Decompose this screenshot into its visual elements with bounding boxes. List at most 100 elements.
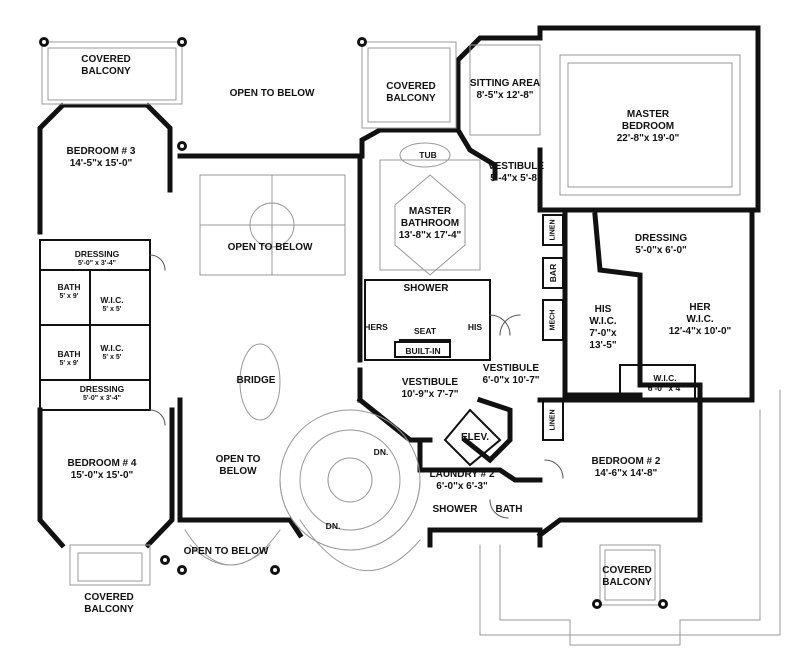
covered-balcony-bottom-left-label: COVERED BALCONY bbox=[84, 592, 133, 616]
room-dims: 5' x 5' bbox=[102, 306, 122, 313]
wic-small-label: W.I.C. 6'-0" x 4' bbox=[648, 373, 683, 393]
wic-upper-label: W.I.C. 5' x 5' bbox=[100, 295, 123, 315]
room-name: W.I.C. bbox=[653, 373, 677, 383]
room-name: SITTING AREA bbox=[469, 78, 541, 89]
open-below-bottom-label: OPEN TO BELOW bbox=[184, 546, 269, 558]
room-name: COVERED BALCONY bbox=[84, 592, 134, 615]
hers-label: HERS bbox=[364, 322, 388, 332]
vestibule-right-label: VESTIBULE 6'-0"x 10'-7" bbox=[482, 363, 539, 387]
room-name: COVERED BALCONY bbox=[602, 565, 652, 588]
room-dims: 22'-8"x 19'-0" bbox=[616, 133, 680, 144]
room-name: LAUNDRY # 2 bbox=[429, 469, 495, 480]
shower-master-label: SHOWER bbox=[404, 283, 449, 295]
columns bbox=[39, 37, 668, 609]
her-wic-label: HER W.I.C. 12'-4"x 10'-0" bbox=[669, 302, 732, 338]
room-dims: 5'-4"x 5'-8" bbox=[490, 173, 542, 184]
built-in-label: BUILT-IN bbox=[405, 346, 440, 356]
room-dims: 13'-8"x 17'-4" bbox=[398, 230, 462, 241]
dn-upper-marker: DN. bbox=[373, 447, 389, 457]
vestibule-top-label: VESTIBULE 5'-4"x 5'-8" bbox=[488, 161, 544, 185]
room-name: HERS bbox=[364, 322, 388, 332]
room-dims: 6'-0"x 6'-3" bbox=[436, 481, 488, 492]
interior-walls bbox=[39, 214, 696, 467]
room-name: TUB bbox=[419, 150, 437, 160]
room-name: BRIDGE bbox=[236, 375, 276, 386]
room-name: BATH bbox=[57, 282, 81, 292]
room-dims: 5'-0" x 3'-4" bbox=[78, 260, 116, 267]
room-dims: 15'-0"x 15'-0" bbox=[70, 470, 134, 481]
decor-lines bbox=[41, 41, 781, 646]
dressing-upper-label: DRESSING 5'-0" x 3'-4" bbox=[75, 249, 119, 269]
bedroom-3-label: BEDROOM # 3 14'-5"x 15'-0" bbox=[67, 146, 136, 170]
room-dims: 12'-4"x 10'-0" bbox=[668, 326, 732, 337]
laundry-2-label: LAUNDRY # 2 6'-0"x 6'-3" bbox=[429, 469, 494, 493]
room-name: HIS W.I.C. bbox=[589, 304, 617, 327]
bedroom-4-label: BEDROOM # 4 15'-0"x 15'-0" bbox=[68, 458, 137, 482]
room-dims: 5' x 9' bbox=[59, 360, 79, 367]
master-bedroom-label: MASTER BEDROOM 22'-8"x 19'-0" bbox=[617, 109, 680, 145]
room-dims: 5'-0"x 6'-0" bbox=[635, 245, 687, 256]
room-name: BUILT-IN bbox=[405, 346, 441, 356]
exterior-walls bbox=[37, 25, 761, 549]
room-name: VESTIBULE bbox=[487, 161, 545, 172]
bath-upper-label: BATH 5' x 9' bbox=[58, 282, 81, 302]
door-swings bbox=[149, 254, 564, 519]
room-name: SEAT bbox=[413, 326, 437, 336]
room-name: DRESSING bbox=[79, 384, 125, 394]
dn-lower-marker: DN. bbox=[325, 521, 341, 531]
mech-marker: MECH bbox=[549, 309, 557, 331]
room-name: SHOWER bbox=[432, 504, 478, 515]
dressing-master-label: DRESSING 5'-0"x 6'-0" bbox=[635, 233, 687, 257]
covered-balcony-top-mid-label: COVERED BALCONY bbox=[386, 81, 435, 105]
room-name: OPEN TO BELOW bbox=[183, 546, 269, 557]
room-name: OPEN TO BELOW bbox=[229, 88, 315, 99]
elev-label: ELEV. bbox=[461, 432, 489, 444]
master-bathroom-label: MASTER BATHROOM 13'-8"x 17'-4" bbox=[399, 206, 462, 242]
room-dims: 5'-0" x 3'-4" bbox=[83, 395, 121, 402]
room-name: W.I.C. bbox=[100, 343, 124, 353]
linen-bottom-marker: LINEN bbox=[549, 409, 557, 431]
covered-balcony-top-left-label: COVERED BALCONY bbox=[81, 54, 130, 78]
room-name: COVERED BALCONY bbox=[81, 54, 131, 77]
room-name: VESTIBULE bbox=[401, 377, 459, 388]
open-below-stair-label: OPEN TO BELOW bbox=[216, 454, 261, 478]
room-name: OPEN TO BELOW bbox=[215, 454, 261, 477]
room-name: VESTIBULE bbox=[482, 363, 540, 374]
shower-lower-label: SHOWER bbox=[433, 504, 478, 516]
open-below-center-label: OPEN TO BELOW bbox=[228, 242, 313, 254]
room-dims: 5' x 5' bbox=[102, 354, 122, 361]
room-name: SHOWER bbox=[403, 283, 449, 294]
his-wic-label: HIS W.I.C. 7'-0"x 13'-5" bbox=[589, 304, 616, 352]
room-name: HIS bbox=[467, 322, 483, 332]
room-name: OPEN TO BELOW bbox=[227, 242, 313, 253]
room-name: MASTER BATHROOM bbox=[400, 206, 460, 229]
room-name: BEDROOM # 3 bbox=[66, 146, 136, 157]
room-name: BATH bbox=[57, 349, 81, 359]
room-name: BEDROOM # 2 bbox=[591, 456, 661, 467]
room-dims: 10'-9"x 7'-7" bbox=[401, 389, 459, 400]
seat-label: SEAT bbox=[414, 326, 436, 336]
room-dims: 5' x 9' bbox=[59, 293, 79, 300]
room-dims: 8'-5"x 12'-8" bbox=[476, 90, 534, 101]
room-name: BEDROOM # 4 bbox=[67, 458, 137, 469]
bath-lower-label: BATH 5' x 9' bbox=[58, 349, 81, 369]
room-name: MASTER BEDROOM bbox=[621, 109, 675, 132]
bridge-label: BRIDGE bbox=[237, 375, 276, 387]
room-dims: 14'-6"x 14'-8" bbox=[594, 468, 658, 479]
room-name: DRESSING bbox=[634, 233, 688, 244]
wic-lower-label: W.I.C. 5' x 5' bbox=[100, 343, 123, 363]
covered-balcony-bottom-right-label: COVERED BALCONY bbox=[602, 565, 651, 589]
room-name: HER W.I.C. bbox=[686, 302, 714, 325]
room-dims: 6'-0" x 4' bbox=[647, 383, 683, 393]
open-below-top-label: OPEN TO BELOW bbox=[230, 88, 315, 100]
linen-top-marker: LINEN bbox=[549, 219, 557, 241]
room-name: ELEV. bbox=[461, 432, 489, 443]
dressing-lower-label: DRESSING 5'-0" x 3'-4" bbox=[80, 384, 124, 404]
room-name: COVERED BALCONY bbox=[386, 81, 436, 104]
room-name: W.I.C. bbox=[100, 295, 124, 305]
vestibule-center-label: VESTIBULE 10'-9"x 7'-7" bbox=[401, 377, 458, 401]
room-name: BATH bbox=[495, 504, 523, 515]
room-dims: 7'-0"x 13'-5" bbox=[589, 328, 617, 351]
